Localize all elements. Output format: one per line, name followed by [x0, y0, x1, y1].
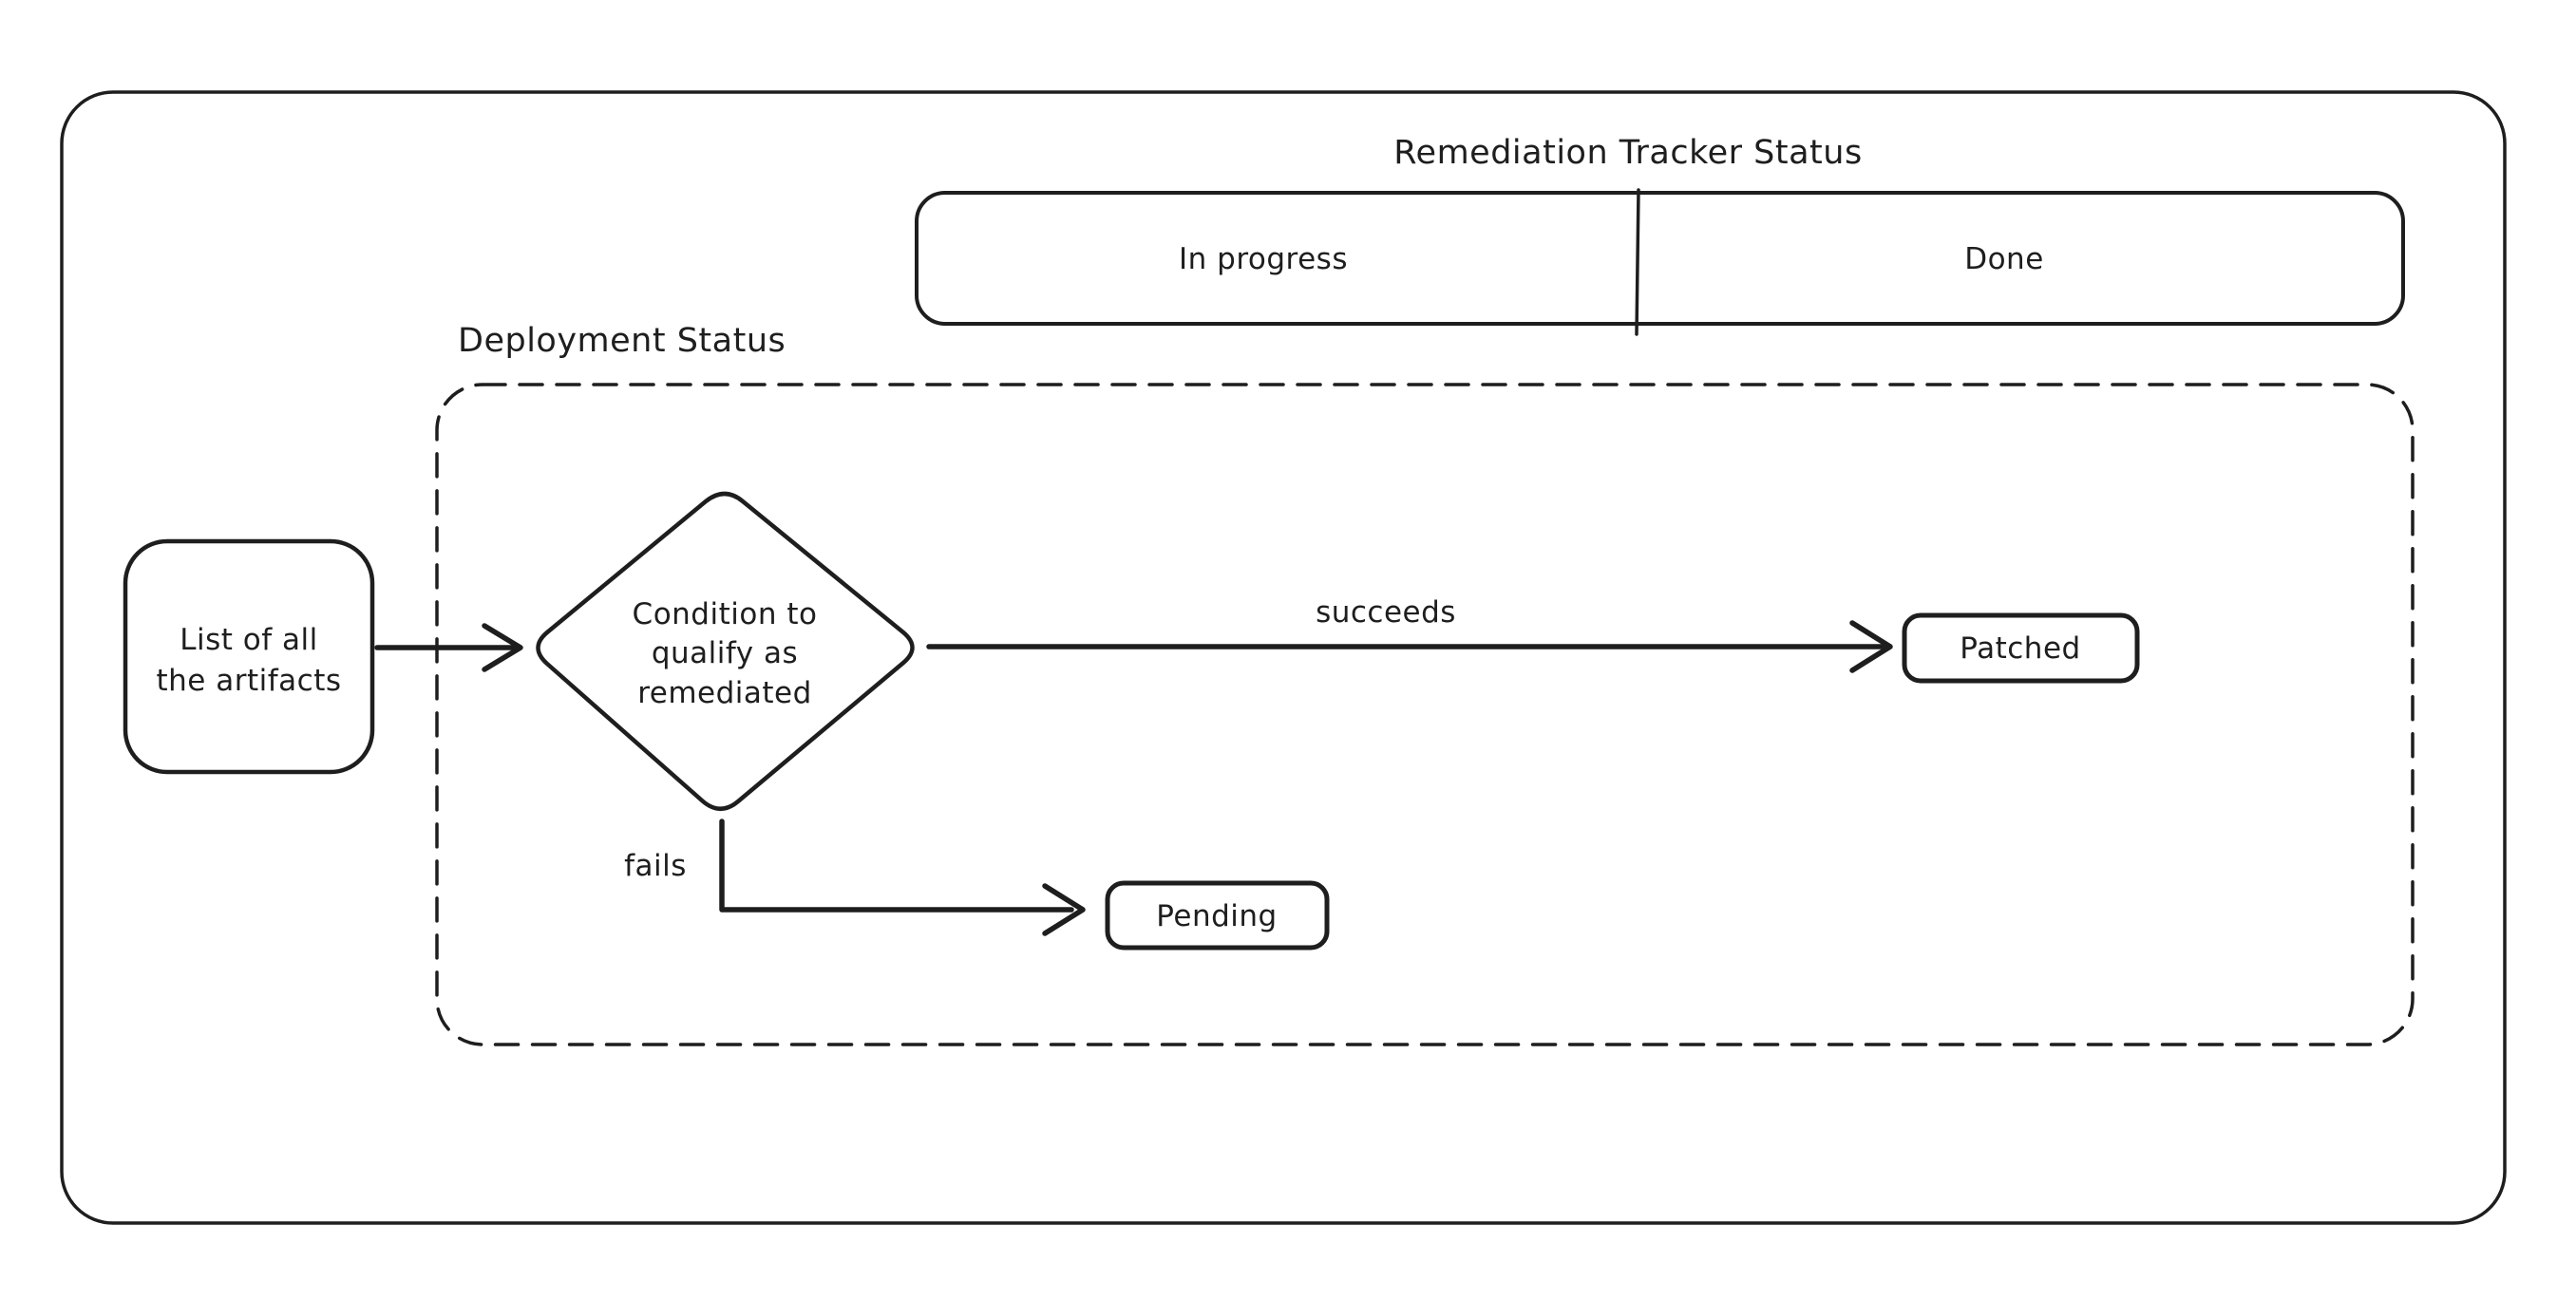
tracker-bar-divider [1635, 188, 1640, 336]
deployment-status-group-box [435, 383, 2415, 1046]
arrow-fails [719, 819, 1086, 936]
succeeds-edge-label: succeeds [1316, 595, 1456, 630]
outer-frame [60, 90, 2507, 1225]
tracker-title: Remediation Tracker Status [1393, 134, 1862, 172]
artifacts-node-label-line2: the artifacts [157, 664, 342, 698]
pending-node-label: Pending [1156, 899, 1277, 933]
arrowhead-right-icon [1042, 883, 1086, 936]
tracker-bar [915, 191, 2405, 326]
condition-diamond [536, 491, 915, 811]
arrow-artifacts-to-condition [374, 623, 523, 672]
tracker-segment-done-label: Done [1964, 242, 2044, 276]
tracker-segment-in-progress-label: In progress [1179, 242, 1348, 276]
deployment-status-label: Deployment Status [458, 322, 786, 360]
fails-edge-label: fails [624, 849, 687, 883]
patched-node [1902, 612, 2140, 684]
artifacts-node-label-line1: List of all [180, 623, 318, 657]
arrowhead-right-icon [482, 623, 523, 672]
patched-node-label: Patched [1960, 631, 2080, 666]
artifacts-node [123, 538, 375, 775]
condition-label-line3: remediated [637, 676, 812, 710]
condition-label-line2: qualify as [652, 636, 798, 670]
pending-node [1105, 880, 1330, 951]
arrowhead-right-icon [1849, 620, 1893, 673]
arrow-succeeds [926, 620, 1893, 673]
condition-label-line1: Condition to [633, 597, 818, 631]
